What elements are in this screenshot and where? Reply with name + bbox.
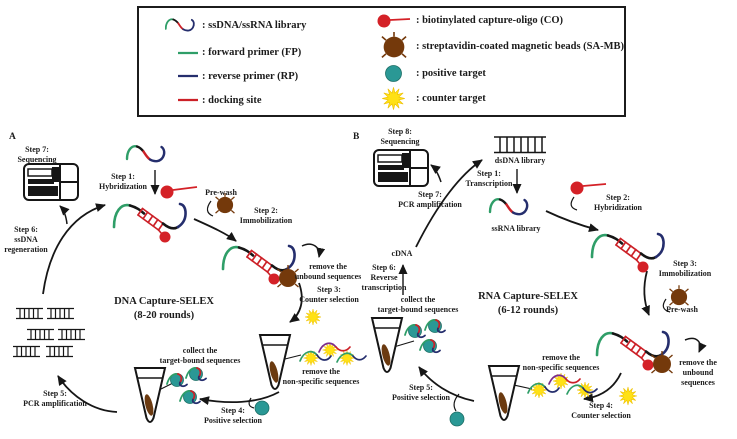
panel-b-step2-label: Step 2: Hybridization xyxy=(593,193,643,212)
target-bound-complexes xyxy=(404,318,446,354)
ssrna-library-curve xyxy=(488,198,529,216)
panel-b-step3-label: Step 3: Immobilization xyxy=(658,259,712,278)
panel-a-step3-label: Step 3: Counter selection xyxy=(299,285,359,304)
panel-b-cdna-label: cDNA xyxy=(391,249,413,258)
reverse-primer-icon xyxy=(153,73,199,79)
panel-b-remove-unbound-label: remove the unbound sequences xyxy=(679,358,717,387)
legend-item-reverse-primer: : reverse primer (RP) xyxy=(153,71,375,82)
panel-b-collect-label: collect the target-bound sequences xyxy=(377,295,459,314)
panel-a-collect-label: collect the target-bound sequences xyxy=(159,346,241,365)
panel-a-step1-label: Step 1: Hybridization xyxy=(98,172,148,191)
legend-label: : forward primer (FP) xyxy=(202,47,302,59)
legend-item-positive-target: : positive target xyxy=(375,64,624,83)
tube xyxy=(488,365,520,421)
pcr-product-ladders xyxy=(12,307,86,358)
panel-b-step8-label: Step 8: Sequencing xyxy=(380,127,420,146)
legend-item-capture-oligo: : biotinylated capture-oligo (CO) xyxy=(375,12,624,29)
legend-item-docking-site: : docking site xyxy=(153,95,375,106)
dsdna-library-ladder xyxy=(493,136,547,154)
panel-a-title: DNA Capture-SELEX (8-20 rounds) xyxy=(114,296,214,321)
legend-item-library: : ssDNA/ssRNA library xyxy=(153,17,375,34)
legend-box: : ssDNA/ssRNA library : forward primer (… xyxy=(137,6,626,117)
capture-oligo-icon xyxy=(375,12,413,29)
legend-label: : biotinylated capture-oligo (CO) xyxy=(415,15,564,27)
tube xyxy=(371,317,403,373)
panel-b-step4-label: Step 4: Counter selection xyxy=(571,401,631,420)
sequencer-icon xyxy=(373,149,429,187)
panel-a-step2-label: Step 2: Immobilization xyxy=(239,206,293,225)
panel-a-step4-label: Step 4: Positive selection xyxy=(204,406,262,425)
panel-a-step7-label: Step 7: Sequencing xyxy=(17,145,57,164)
panel-a-label: A xyxy=(9,132,16,142)
panel-b-step5-label: Step 5: Positive selection xyxy=(392,383,450,402)
positive-target-icon xyxy=(375,64,413,83)
legend-item-counter-target: : counter target xyxy=(375,86,624,111)
panel-b-step6-label: Step 6: Reverse transcription xyxy=(361,263,407,292)
hybridized-library xyxy=(112,202,187,244)
counter-target-icon xyxy=(304,308,322,326)
panel-b-remove-nonspecific-label: remove the non-specific sequences xyxy=(522,353,600,372)
panel-b-ssrna-library-label: ssRNA library xyxy=(491,224,541,233)
legend-label: : positive target xyxy=(415,68,486,80)
docking-site-icon xyxy=(153,97,199,103)
panel-a-remove-unbound-label: remove the unbound sequences xyxy=(294,262,362,281)
capture-oligo-icon xyxy=(570,181,607,195)
panel-b-step7-label: Step 7: PCR amplification xyxy=(398,190,462,209)
panel-a-step6-label: Step 6: ssDNA regeneration xyxy=(4,225,48,254)
capture-oligo-icon xyxy=(160,185,198,199)
panel-b-step1-label: Step 1: Transcription xyxy=(465,169,513,188)
panel-b-title: RNA Capture-SELEX (6-12 rounds) xyxy=(478,291,578,316)
panel-b-dsdna-library-label: dsDNA library xyxy=(494,156,546,165)
panel-a-prewash-label: Pre-wash xyxy=(205,188,237,197)
non-specific-sequences xyxy=(527,372,598,399)
legend-label: : ssDNA/ssRNA library xyxy=(202,20,307,32)
hybridized-library xyxy=(590,232,665,274)
panel-a-step5-label: Step 5: PCR amplification xyxy=(23,389,87,408)
positive-target-icon xyxy=(449,411,465,427)
target-bound-complexes xyxy=(166,366,207,405)
positive-target-icon xyxy=(254,400,270,416)
legend-label: : docking site xyxy=(202,94,262,106)
panel-b-label: B xyxy=(353,132,360,142)
legend-item-forward-primer: : forward primer (FP) xyxy=(153,47,375,58)
non-specific-sequences xyxy=(299,342,367,366)
ssdna-library-curve xyxy=(125,145,166,163)
forward-primer-icon xyxy=(153,50,199,56)
panel-a-remove-nonspecific-label: remove the non-specific sequences xyxy=(282,367,360,386)
legend-label: : reverse primer (RP) xyxy=(202,70,299,82)
tube xyxy=(134,367,166,423)
legend-label: : streptavidin-coated magnetic beads (SA… xyxy=(415,41,624,53)
legend-label: : counter target xyxy=(415,92,486,104)
magnetic-bead-icon xyxy=(668,284,690,306)
panel-b-prewash-label: Pre-wash xyxy=(666,305,698,314)
magnetic-bead-icon xyxy=(650,350,674,374)
sequencer-icon xyxy=(23,163,79,201)
legend-item-magnetic-bead: : streptavidin-coated magnetic beads (SA… xyxy=(375,31,624,62)
